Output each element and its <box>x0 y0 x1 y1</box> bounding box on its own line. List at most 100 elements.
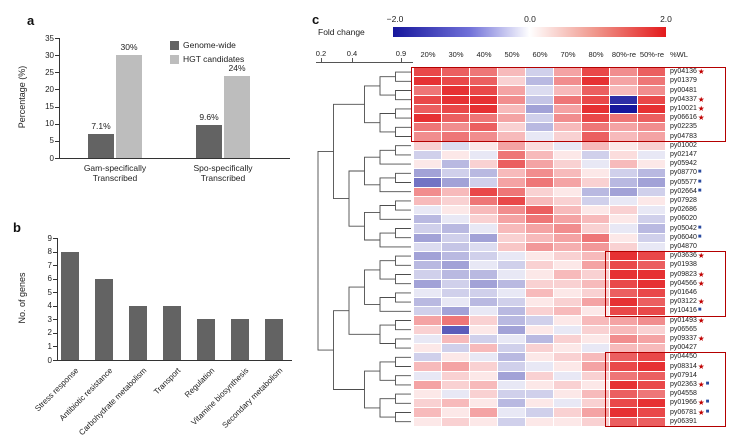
heatmap-cell <box>610 279 637 288</box>
heatmap-cell <box>610 288 637 297</box>
heatmap-cell <box>414 307 441 316</box>
heatmap-cell <box>414 169 441 178</box>
heatmap-cell <box>498 362 525 371</box>
heatmap-cell <box>442 160 469 169</box>
heatmap-cell <box>526 399 553 408</box>
heatmap-cell <box>554 344 581 353</box>
heatmap-row-label: py06040■ <box>670 233 701 242</box>
heatmap-cell <box>638 408 665 417</box>
panel-b-y-tick-label: 4 <box>47 301 52 311</box>
heatmap-cell <box>610 224 637 233</box>
heatmap-cell <box>610 390 637 399</box>
heatmap-cell <box>470 334 497 343</box>
heatmap-cell <box>414 371 441 380</box>
heatmap-cell <box>610 132 637 141</box>
gene-id: py04337 <box>670 95 697 103</box>
heatmap-row-label: py05942 <box>670 159 697 168</box>
heatmap-cell <box>414 95 441 104</box>
dendrogram-scale-tick-label: 0.4 <box>346 49 358 58</box>
heatmap-cell <box>554 187 581 196</box>
panel-a-y-tick <box>55 89 59 91</box>
heatmap-cell <box>554 169 581 178</box>
heatmap-cell <box>414 298 441 307</box>
gene-id: py09337 <box>670 335 697 342</box>
square-icon: ■ <box>697 169 702 176</box>
heatmap-cell <box>610 334 637 343</box>
heatmap-cell <box>526 187 553 196</box>
panel-c-label: c <box>312 12 320 27</box>
heatmap-cell <box>554 242 581 251</box>
heatmap-cell <box>554 77 581 86</box>
heatmap-cell <box>526 169 553 178</box>
panel-a-y-tick-label: 25 <box>45 67 54 77</box>
heatmap-cell <box>526 104 553 113</box>
dendrogram-scale-tick <box>401 58 402 62</box>
heatmap-row-label: py04450 <box>670 352 697 361</box>
panel-a-y-tick-label: 35 <box>45 33 54 43</box>
heatmap-cell <box>470 344 497 353</box>
heatmap-cell <box>414 399 441 408</box>
heatmap-cell <box>498 68 525 77</box>
gene-id: py04783 <box>670 132 697 140</box>
heatmap-cell <box>442 95 469 104</box>
heatmap-cell <box>638 233 665 242</box>
legend-swatch <box>170 54 179 64</box>
colorbar-max-label: 2.0 <box>660 14 672 24</box>
heatmap-cell <box>610 408 637 417</box>
heatmap-cell <box>526 86 553 95</box>
heatmap-cell <box>498 178 525 187</box>
heatmap-cell <box>554 68 581 77</box>
heatmap-cell <box>470 242 497 251</box>
heatmap-cell <box>470 261 497 270</box>
heatmap-cell <box>638 150 665 159</box>
heatmap-cell <box>498 417 525 426</box>
gene-id: py06565 <box>670 325 697 333</box>
heatmap-cell <box>638 362 665 371</box>
heatmap-cell <box>638 104 665 113</box>
heatmap-cell <box>442 316 469 325</box>
heatmap-cell <box>470 380 497 389</box>
heatmap-cell <box>498 95 525 104</box>
heatmap-row-label: py05577■ <box>670 178 701 187</box>
heatmap-cell <box>498 160 525 169</box>
heatmap-row-label: py04566★ <box>670 279 705 288</box>
heatmap-cell <box>610 325 637 334</box>
heatmap-cell <box>442 233 469 242</box>
panel-b-y-tick-label: 6 <box>47 274 52 284</box>
gene-id: py01002 <box>670 141 697 149</box>
panel-b-y-tick <box>53 360 57 361</box>
gene-id: py01646 <box>670 289 697 296</box>
heatmap-cell <box>610 316 637 325</box>
heatmap-cell <box>470 77 497 86</box>
heatmap-cell <box>470 104 497 113</box>
heatmap-cell <box>526 334 553 343</box>
heatmap-cell <box>470 141 497 150</box>
star-icon: ★ <box>697 398 705 408</box>
heatmap-cell <box>470 233 497 242</box>
heatmap-cell <box>442 150 469 159</box>
heatmap-cell <box>582 307 609 316</box>
heatmap-cell <box>554 371 581 380</box>
legend-label: Genome-wide <box>183 40 236 50</box>
heatmap-cell <box>470 178 497 187</box>
panel-a-y-tick <box>55 123 59 125</box>
panel-b-x-axis <box>57 360 292 361</box>
star-icon: ★ <box>697 104 705 113</box>
heatmap-cell <box>638 279 665 288</box>
heatmap-cell <box>526 316 553 325</box>
heatmap-cell <box>610 399 637 408</box>
heatmap-cell <box>498 150 525 159</box>
heatmap-cell <box>442 288 469 297</box>
heatmap-cell <box>610 150 637 159</box>
heatmap-cell <box>414 104 441 113</box>
heatmap-cell <box>414 196 441 205</box>
gene-id: py05042 <box>670 224 697 232</box>
heatmap-cell <box>610 114 637 123</box>
heatmap-cell <box>582 261 609 270</box>
heatmap-cell <box>414 86 441 95</box>
panel-a-y-tick <box>55 55 59 57</box>
dendrogram-scale-tick <box>321 58 322 62</box>
heatmap-row-label: py02686 <box>670 205 697 214</box>
heatmap-cell <box>582 408 609 417</box>
